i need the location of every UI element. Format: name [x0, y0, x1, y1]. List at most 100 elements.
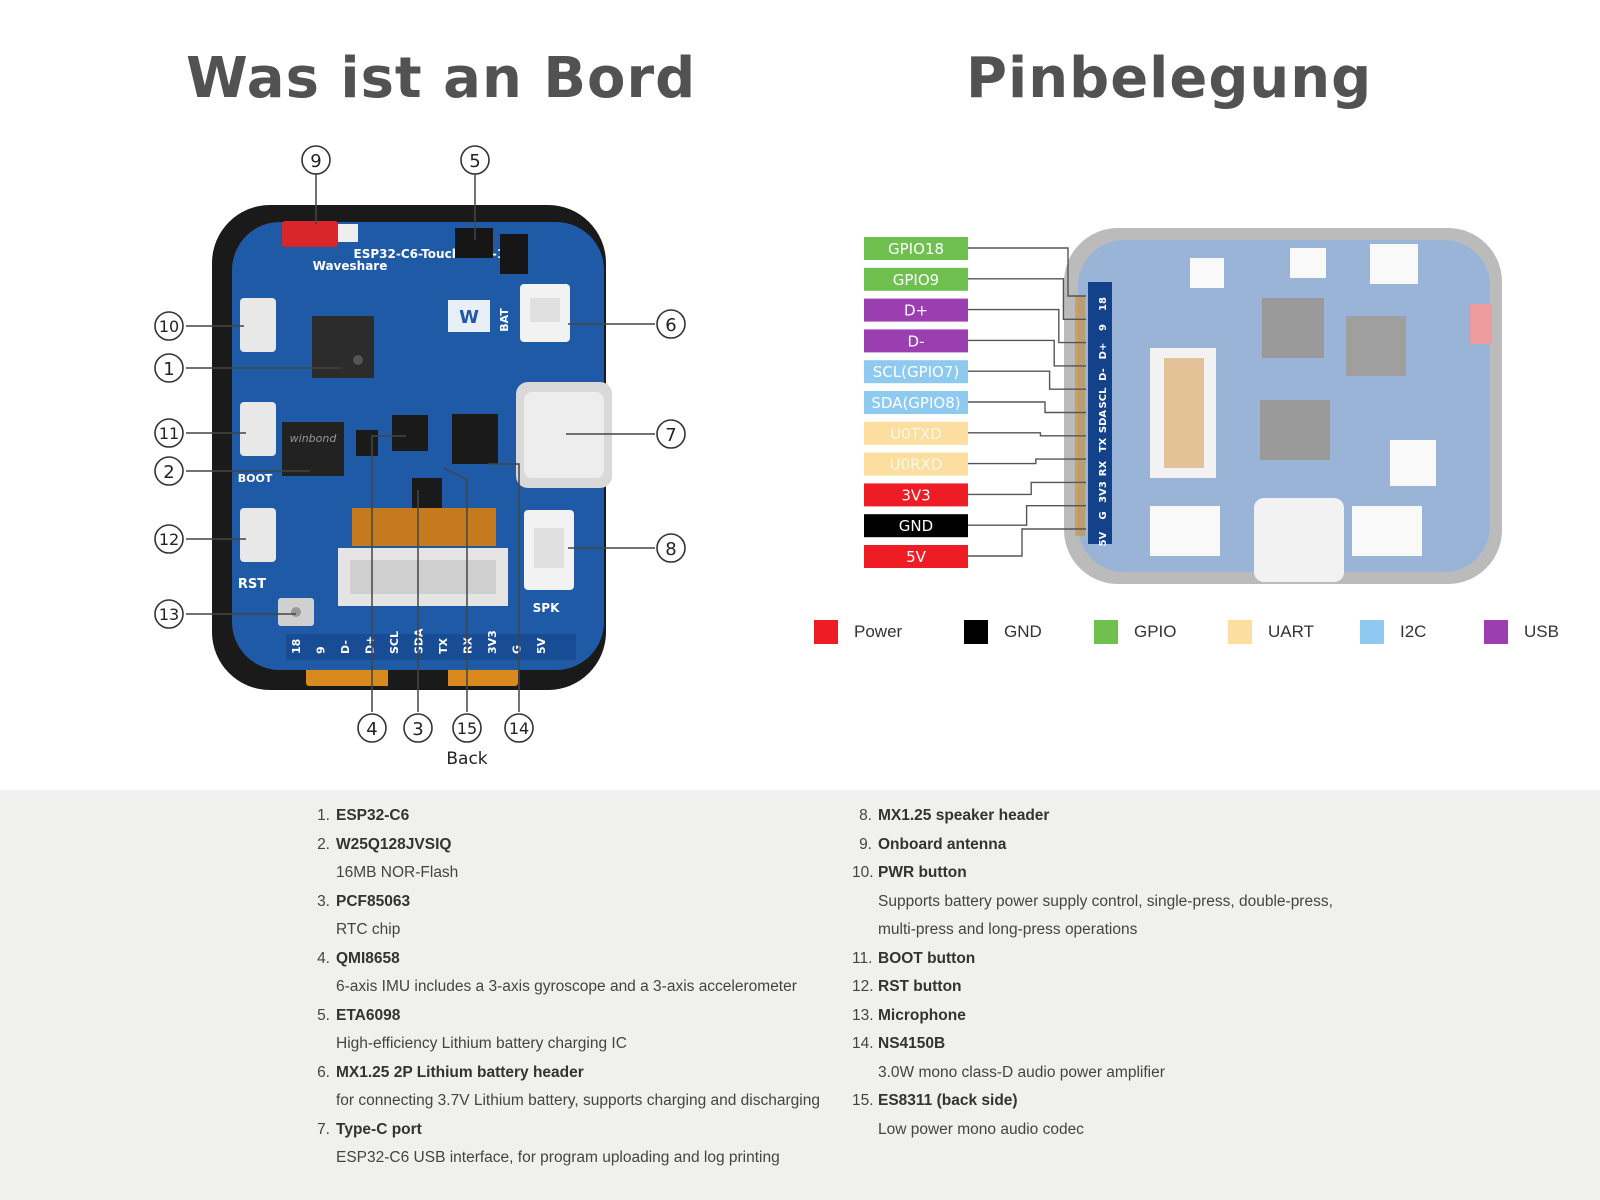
- header-pin-label: SCL: [1098, 387, 1109, 409]
- component-name: PCF85063: [336, 892, 411, 910]
- header-pin-label: 9: [1098, 324, 1109, 331]
- legend-item-usb: USB: [1484, 620, 1559, 644]
- callout-14: 14: [509, 719, 529, 738]
- component-name: QMI8658: [336, 949, 400, 967]
- pwr-button: [240, 298, 276, 352]
- silk-pin-label: D-: [339, 640, 352, 654]
- pin-label-text: D+: [904, 302, 928, 320]
- header-pin-label: SDA: [1098, 410, 1109, 434]
- component-number: 4.: [317, 949, 330, 967]
- header-pin-label: D+: [1098, 343, 1109, 360]
- silk-pin-label: SCL: [388, 631, 401, 654]
- component-number: 7.: [317, 1120, 330, 1138]
- pin-lines: [966, 247, 1086, 557]
- component-number: 9.: [859, 835, 872, 853]
- component-name: W25Q128JVSIQ: [336, 835, 452, 853]
- legend-label: USB: [1524, 622, 1559, 641]
- callout-11: 11: [159, 424, 179, 443]
- back-label: Back: [446, 749, 487, 769]
- silk-pin-label: 9: [315, 646, 328, 654]
- component-list-item: 11.BOOT button: [852, 945, 1340, 974]
- component-list-right: 8. MX1.25 speaker header 9.Onboard antenna…: [852, 802, 1340, 1144]
- pin-label-box: [864, 545, 968, 568]
- component-list-item: 9.Onboard antenna: [852, 831, 1340, 860]
- pin-labels: GPIO18GPIO9D+D-SCL(GPIO7)SDA(GPIO8)U0TXD…: [864, 237, 968, 568]
- component-list-item: 8. MX1.25 speaker header: [852, 802, 1340, 831]
- legend-swatch: [1094, 620, 1118, 644]
- component-name: PWR button: [878, 864, 967, 881]
- pin-label-text: D-: [908, 332, 925, 350]
- pin-label-text: SCL(GPIO7): [873, 363, 960, 381]
- pin-label-text: U0RXD: [890, 456, 943, 474]
- component-name: MX1.25 speaker header: [878, 807, 1050, 824]
- callout-1: 1: [163, 359, 174, 380]
- component-description: for connecting 3.7V Lithium battery, sup…: [336, 1092, 820, 1109]
- pin-line: [966, 308, 1086, 344]
- legend-item-gpio: GPIO: [1094, 620, 1177, 644]
- component-number: 8.: [859, 807, 872, 824]
- component-description: Supports battery power supply control, s…: [878, 892, 1333, 939]
- component-number: 13.: [852, 1006, 874, 1024]
- pin-line: [966, 401, 1086, 414]
- pin-label-text: GPIO9: [893, 271, 939, 289]
- component-description: 16MB NOR-Flash: [336, 864, 459, 881]
- silk-boot: BOOT: [238, 472, 273, 485]
- silk-bat: BAT: [498, 308, 511, 332]
- pin-label-box: [864, 391, 968, 414]
- header-pin-label: TX: [1098, 437, 1109, 452]
- callout-5: 5: [469, 151, 480, 172]
- legend-item-uart: UART: [1228, 620, 1314, 644]
- pin-line: [966, 458, 1086, 465]
- header-pin-label: D-: [1098, 368, 1109, 381]
- component-description: 6-axis IMU includes a 3-axis gyroscope a…: [336, 978, 797, 995]
- callout-lines: [186, 174, 655, 712]
- pin-label-box: [864, 267, 968, 291]
- component-number: 14.: [852, 1035, 874, 1052]
- silk-spk: SPK: [533, 601, 560, 615]
- component-number: 2.: [317, 835, 330, 853]
- legend-swatch: [1360, 620, 1384, 644]
- legend-item-power: Power: [814, 620, 902, 644]
- pin-label-box: [864, 237, 968, 260]
- component-name: Microphone: [878, 1006, 966, 1024]
- component-name: ESP32-C6: [336, 807, 410, 824]
- header-pin-label: RX: [1098, 461, 1109, 477]
- pinout-board-image: [1064, 228, 1502, 584]
- component-description: High-efficiency Lithium battery charging…: [336, 1035, 627, 1052]
- component-number: 3.: [317, 892, 330, 910]
- boot-button: [240, 402, 276, 456]
- component-number: 12.: [852, 978, 874, 995]
- pin-label-box: [864, 452, 968, 476]
- header-pin-label: 5V: [1098, 531, 1109, 546]
- pin-label-box: [864, 329, 968, 353]
- callout-markers: 9 5 10 1 11 2 12 13 6 7 8 4 3 15 14: [154, 145, 686, 743]
- antenna: [282, 221, 338, 247]
- callout-4: 4: [366, 719, 377, 740]
- component-description: 3.0W mono class-D audio power amplifier: [878, 1063, 1165, 1081]
- silk-pin-label: G: [511, 645, 524, 654]
- callout-6: 6: [665, 315, 676, 336]
- component-name: ES8311 (back side): [878, 1092, 1018, 1109]
- legend-item-gnd: GND: [964, 620, 1042, 644]
- component-name: NS4150B: [878, 1035, 946, 1052]
- component-number: 6.: [317, 1063, 330, 1081]
- pin-label-text: GND: [899, 517, 933, 535]
- component-list-item: 13.Microphone: [852, 1002, 1340, 1031]
- pin-legend: Power GND GPIO UART I2C USB: [814, 620, 1574, 648]
- component-number: 11.: [852, 949, 873, 967]
- component-list-item: 15.ES8311 (back side)Low power mono audi…: [852, 1087, 1340, 1144]
- header-pin-label: 3V3: [1098, 481, 1109, 503]
- pin-line: [966, 481, 1086, 496]
- silk-pin-label: SDA: [413, 628, 426, 654]
- pin-line: [966, 339, 1086, 367]
- silk-pin-label: TX: [437, 637, 450, 654]
- silk-pin-label: 5V: [535, 637, 548, 654]
- component-list-item: 1. ESP32-C6: [310, 802, 820, 831]
- pin-line: [966, 528, 1086, 557]
- component-number: 1.: [317, 807, 330, 824]
- lcd-ribbon: [352, 508, 496, 546]
